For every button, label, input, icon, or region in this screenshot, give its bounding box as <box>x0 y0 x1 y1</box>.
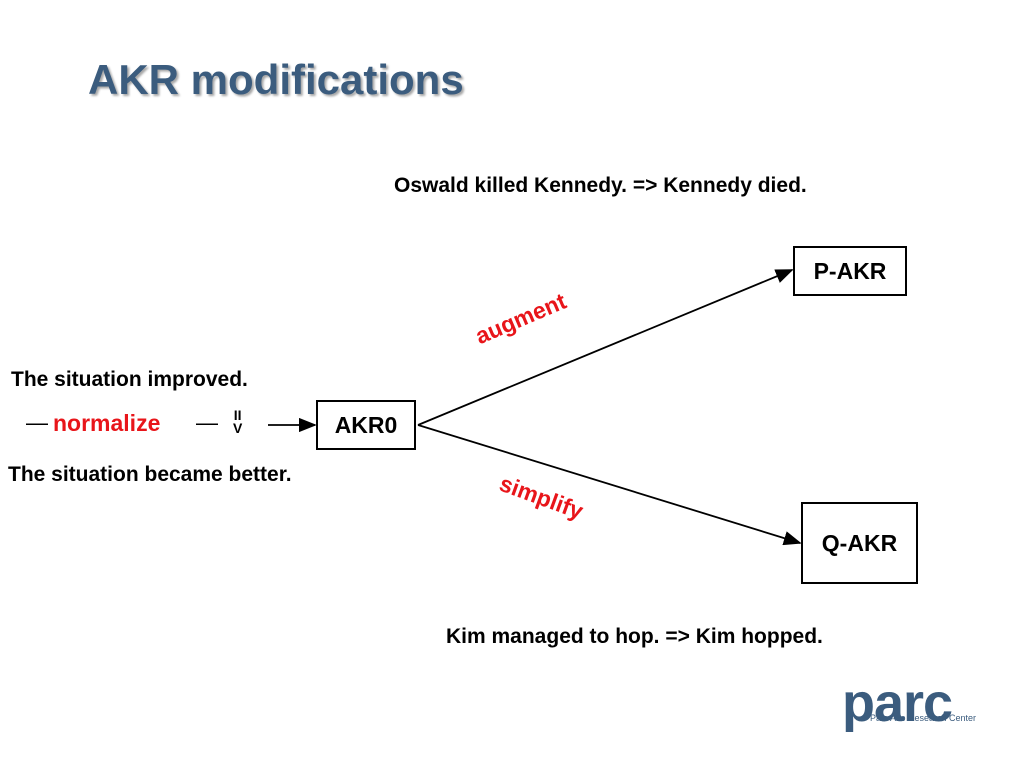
node-q-akr: Q-AKR <box>801 502 918 584</box>
parc-logo: parc <box>842 673 953 733</box>
node-akr0: AKR0 <box>316 400 416 450</box>
page-title: AKR modifications <box>88 56 464 103</box>
dash-right: — <box>196 410 218 435</box>
example-bottom-text: Kim managed to hop. => Kim hopped. <box>446 625 823 648</box>
left-sentence-1: The situation improved. <box>11 368 248 391</box>
node-p-akr: P-AKR <box>793 246 907 296</box>
equivalence-symbol: II V <box>233 407 243 436</box>
example-top-text: Oswald killed Kennedy. => Kennedy died. <box>394 174 807 197</box>
arrow-simplify <box>417 424 802 546</box>
equiv-top: II <box>233 407 242 423</box>
parc-logo-subtitle: Palo Alto Research Center <box>870 713 977 723</box>
left-sentence-2: The situation became better. <box>8 463 292 486</box>
dash-left: — <box>26 410 48 435</box>
arrow-augment <box>417 269 794 426</box>
equiv-bottom: V <box>233 420 243 436</box>
normalize-label: normalize <box>53 410 161 436</box>
